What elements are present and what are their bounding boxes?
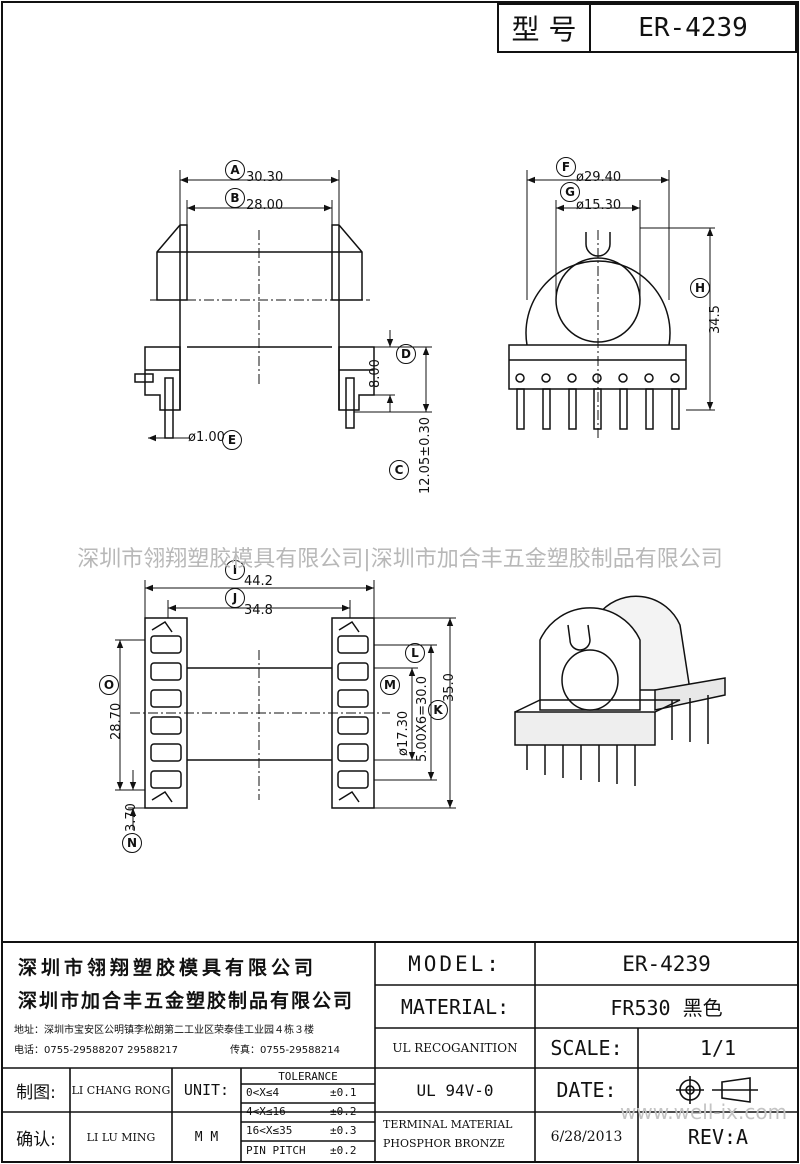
dim-d-tag: D <box>396 344 416 364</box>
dim-o-value: 28.70 <box>109 702 124 740</box>
company-name-2: 深圳市加合丰五金塑胶制品有限公司 <box>18 990 355 1012</box>
dim-f-value: ø29.40 <box>576 170 622 185</box>
tolerance-value: ±0.2 <box>330 1144 357 1157</box>
approved-label: 确认: <box>16 1129 56 1150</box>
isometric-view <box>514 595 726 786</box>
dim-e-value: ø1.00 <box>188 430 225 445</box>
title-block-grid <box>2 941 798 1162</box>
company-address: 地址：深圳市宝安区公明镇李松朗第二工业区荣泰佳工业园４栋３楼 <box>14 1025 314 1036</box>
dim-c-value: 12.05±0.30 <box>418 416 433 494</box>
dim-i-value: 44.2 <box>244 574 273 589</box>
header-box <box>497 3 797 53</box>
dim-j-tag: J <box>225 588 245 608</box>
approved-value: LI LU MING <box>86 1130 156 1144</box>
dim-l-tag: L <box>405 643 425 663</box>
dim-c-tag: C <box>389 460 409 480</box>
front-view <box>134 170 432 442</box>
unit-label: UNIT: <box>183 1081 230 1099</box>
company-phone: 电话：0755-29588207 29588217 <box>14 1045 179 1056</box>
drawn-value: LI CHANG RONG <box>71 1083 171 1097</box>
terminal-material-value: PHOSPHOR BRONZE <box>383 1137 506 1150</box>
material-value: FR530 黑色 <box>610 996 723 1020</box>
dim-h-tag: H <box>690 278 710 298</box>
dim-g-tag: G <box>560 182 580 202</box>
side-view <box>508 170 715 440</box>
header-model: ER-4239 <box>638 13 748 43</box>
dim-l-value: 5.00X6=30.0 <box>415 676 430 762</box>
dim-j-value: 34.8 <box>244 603 273 618</box>
scale-value: 1/1 <box>699 1036 737 1060</box>
date-label: DATE: <box>556 1078 617 1102</box>
unit-value: M M <box>194 1129 219 1145</box>
watermark-site: www.well-ix.com <box>620 1100 788 1124</box>
tolerance-value: ±0.1 <box>330 1086 357 1099</box>
tolerance-value: ±0.3 <box>330 1124 357 1137</box>
tolerance-value: ±0.2 <box>330 1105 357 1118</box>
header-label: 型 号 <box>511 13 577 46</box>
projection-symbol-icon <box>676 1076 758 1104</box>
dim-h-value: 34.5 <box>708 305 723 334</box>
material-label: MATERIAL: <box>400 994 510 1019</box>
scale-label: SCALE: <box>550 1036 623 1060</box>
terminal-material-label: TERMINAL MATERIAL <box>383 1118 513 1131</box>
dim-k-tag: K <box>428 700 448 720</box>
dim-a-tag: A <box>225 160 245 180</box>
dim-i-tag: I <box>225 560 245 580</box>
dim-n-value: 3.70 <box>124 803 139 832</box>
dim-f-tag: F <box>556 157 576 177</box>
ul-value: UL 94V-0 <box>416 1080 494 1100</box>
model-label: MODEL: <box>408 951 502 976</box>
ul-label: UL RECOGANITION <box>392 1041 518 1055</box>
dim-d-value: 8.00 <box>368 359 383 388</box>
tolerance-range: 16<X≤35 <box>246 1124 293 1137</box>
dim-o-tag: O <box>99 675 119 695</box>
tolerance-range: PIN PITCH <box>246 1144 306 1157</box>
bottom-view <box>115 580 456 830</box>
dim-a-value: 30.30 <box>246 170 284 185</box>
revision: REV:A <box>687 1125 749 1149</box>
drawn-label: 制图: <box>16 1082 56 1103</box>
model-value: ER-4239 <box>622 951 711 976</box>
tolerance-title: TOLERANCE <box>278 1069 338 1083</box>
dim-b-tag: B <box>225 188 245 208</box>
dim-g-value: ø15.30 <box>576 198 622 213</box>
date-value: 6/28/2013 <box>550 1129 623 1145</box>
dim-k-value: 35.0 <box>442 673 457 702</box>
dim-b-value: 28.00 <box>246 198 284 213</box>
tolerance-range: 0<X≤4 <box>246 1086 280 1099</box>
dim-m-tag: M <box>380 675 400 695</box>
dim-m-value: ø17.30 <box>396 710 411 756</box>
company-name-1: 深圳市翎翔塑胶模具有限公司 <box>18 957 318 979</box>
dim-e-tag: E <box>222 430 242 450</box>
dim-n-tag: N <box>122 833 142 853</box>
tolerance-range: 4<X≤16 <box>246 1105 286 1118</box>
watermark-text: 深圳市翎翔塑胶模具有限公司|深圳市加合丰五金塑胶制品有限公司 <box>77 547 723 572</box>
company-fax: 传真：0755-29588214 <box>230 1045 340 1056</box>
